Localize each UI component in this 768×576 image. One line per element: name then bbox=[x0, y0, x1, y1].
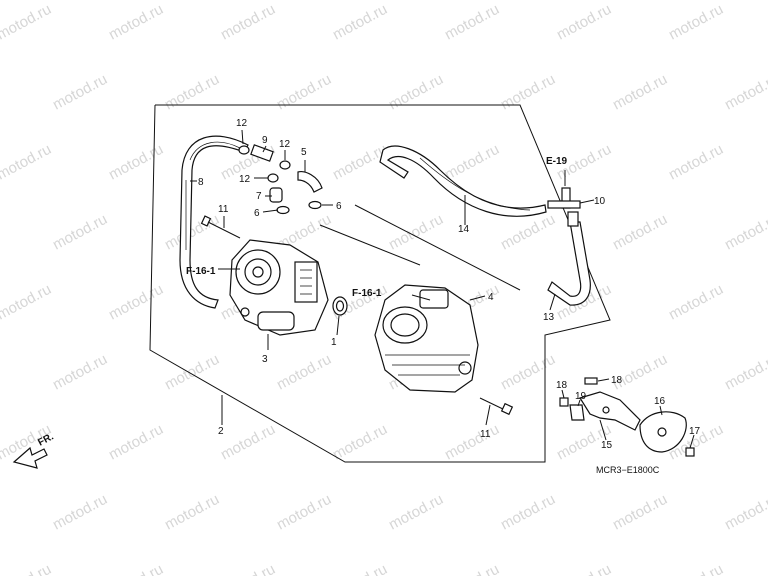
callout-11-lower: 11 bbox=[480, 429, 491, 440]
carburetor-4 bbox=[374, 284, 479, 393]
ref-f16-left: F-16-1 bbox=[186, 266, 216, 277]
callout-14: 14 bbox=[458, 224, 470, 235]
watermark-text: motod.ru bbox=[442, 561, 502, 576]
callout-3: 3 bbox=[262, 354, 268, 365]
watermark-text: motod.ru bbox=[218, 421, 278, 464]
ref-e19: E-19 bbox=[546, 156, 568, 167]
o-ring-1 bbox=[332, 296, 348, 316]
callout-15: 15 bbox=[601, 440, 613, 451]
watermark-text: motod.ru bbox=[498, 351, 558, 394]
front-arrow-icon bbox=[12, 446, 48, 469]
watermark-text: motod.ru bbox=[722, 71, 768, 114]
callout-1: 1 bbox=[331, 337, 337, 348]
watermark-text: motod.ru bbox=[722, 491, 768, 534]
watermark-text: motod.ru bbox=[218, 561, 278, 576]
callout-5: 5 bbox=[301, 147, 307, 158]
watermark-text: motod.ru bbox=[386, 71, 446, 114]
bolt-11-upper bbox=[200, 215, 241, 239]
watermark-text: motod.ru bbox=[50, 71, 110, 114]
watermark-text: motod.ru bbox=[498, 211, 558, 254]
t-joint-10 bbox=[547, 187, 581, 227]
watermark-text: motod.ru bbox=[106, 141, 166, 184]
watermark-text: motod.ru bbox=[274, 491, 334, 534]
watermark-text: motod.ru bbox=[0, 281, 54, 324]
watermark-text: motod.ru bbox=[50, 211, 110, 254]
watermark-text: motod.ru bbox=[498, 491, 558, 534]
callout-10: 10 bbox=[594, 196, 606, 207]
hose-8 bbox=[179, 135, 249, 309]
callout-17: 17 bbox=[689, 426, 701, 437]
watermark-text: motod.ru bbox=[106, 1, 166, 44]
watermark-text: motod.ru bbox=[554, 561, 614, 576]
callout-19: 19 bbox=[575, 391, 587, 402]
bracket-assembly bbox=[559, 377, 695, 457]
carburetor-3 bbox=[229, 239, 329, 336]
watermark-text: motod.ru bbox=[498, 71, 558, 114]
watermark-text: motod.ru bbox=[0, 1, 54, 44]
watermark-text: motod.ru bbox=[666, 281, 726, 324]
callout-12-mid: 12 bbox=[279, 139, 291, 150]
watermark-text: motod.ru bbox=[666, 141, 726, 184]
callout-12-top: 12 bbox=[236, 118, 248, 129]
watermark-text: motod.ru bbox=[610, 491, 670, 534]
watermark-text: motod.ru bbox=[610, 211, 670, 254]
watermark-text: motod.ru bbox=[274, 71, 334, 114]
watermark-text: motod.ru bbox=[386, 491, 446, 534]
watermark-text: motod.ru bbox=[722, 211, 768, 254]
watermark-text: motod.ru bbox=[442, 141, 502, 184]
watermark-text: motod.ru bbox=[610, 71, 670, 114]
watermark-text: motod.ru bbox=[162, 211, 222, 254]
watermark-text: motod.ru bbox=[50, 351, 110, 394]
watermark-text: motod.ru bbox=[442, 421, 502, 464]
watermark-text: motod.ru bbox=[274, 351, 334, 394]
watermark-text: motod.ru bbox=[162, 351, 222, 394]
fittings-group bbox=[238, 144, 323, 215]
callout-9: 9 bbox=[262, 135, 268, 146]
callout-4: 4 bbox=[488, 292, 494, 303]
callout-18-left: 18 bbox=[556, 380, 568, 391]
callout-11-upper: 11 bbox=[218, 204, 229, 215]
leader-lines bbox=[190, 129, 695, 449]
watermark-text: motod.ru bbox=[722, 351, 768, 394]
watermark-text: motod.ru bbox=[666, 1, 726, 44]
watermark-text: motod.ru bbox=[610, 351, 670, 394]
callout-7: 7 bbox=[256, 191, 262, 202]
ref-f16-right: F-16-1 bbox=[352, 288, 382, 299]
watermark-text: motod.ru bbox=[50, 491, 110, 534]
watermark-text: motod.ru bbox=[218, 1, 278, 44]
watermark-text: motod.ru bbox=[330, 1, 390, 44]
bolt-11-lower bbox=[479, 397, 514, 416]
watermark-text: motod.ru bbox=[442, 1, 502, 44]
hose-13 bbox=[547, 221, 591, 306]
watermark-text: motod.ru bbox=[106, 281, 166, 324]
watermark-text: motod.ru bbox=[0, 141, 54, 184]
callout-13: 13 bbox=[543, 312, 555, 323]
callout-6-left: 6 bbox=[254, 208, 260, 219]
watermark-text: motod.ru bbox=[330, 561, 390, 576]
watermark-text: motod.ru bbox=[330, 421, 390, 464]
hose-14 bbox=[379, 145, 547, 217]
callout-6-right: 6 bbox=[336, 201, 342, 212]
callout-18-right: 18 bbox=[611, 375, 623, 386]
assembly-frame bbox=[149, 104, 611, 463]
watermark-text: motod.ru bbox=[106, 421, 166, 464]
watermark-text: motod.ru bbox=[0, 561, 54, 576]
callout-12-low: 12 bbox=[239, 174, 251, 185]
callout-8: 8 bbox=[198, 177, 204, 188]
callout-16: 16 bbox=[654, 396, 666, 407]
watermark-text: motod.ru bbox=[554, 1, 614, 44]
callout-2: 2 bbox=[218, 426, 224, 437]
watermark-text: motod.ru bbox=[106, 561, 166, 576]
watermark-text: motod.ru bbox=[162, 491, 222, 534]
watermark-text: motod.ru bbox=[162, 71, 222, 114]
diagram-code: MCR3−E1800C bbox=[596, 465, 660, 475]
watermark-text: motod.ru bbox=[666, 561, 726, 576]
